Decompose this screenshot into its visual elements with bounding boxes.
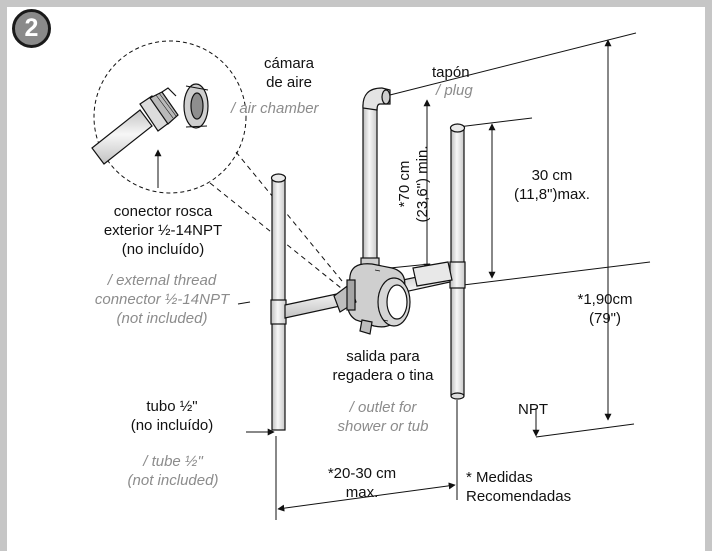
label-air-chamber: cámara de aire xyxy=(244,54,334,92)
label-total-height: *1,90cm (79") xyxy=(560,290,650,328)
label-max-offset-1: 30 cm xyxy=(531,167,573,184)
upper-riser xyxy=(360,87,391,269)
label-outlet-es-2: regadera o tina xyxy=(332,367,434,384)
left-tube xyxy=(270,173,287,431)
label-min-height-1: *70 cm xyxy=(396,160,413,208)
right-tube xyxy=(449,123,466,400)
label-connector-es-3: (no incluído) xyxy=(121,241,205,258)
label-npt: NPT xyxy=(518,400,548,419)
label-min-height-2: (23,6") min. xyxy=(414,145,431,223)
label-tube: tubo ½" (no incluído) xyxy=(112,397,232,435)
label-outlet-en: / outlet for shower or tub xyxy=(318,398,448,436)
label-connector-en: / external thread connector ½-14NPT (not… xyxy=(82,271,242,328)
label-connector-es-1: conector rosca xyxy=(113,203,213,220)
label-air-chamber-en-text: / air chamber xyxy=(231,100,319,117)
connector-detail-drawing xyxy=(91,83,209,165)
label-plug-en-text: / plug xyxy=(436,82,473,99)
label-tube-en-1: / tube ½" xyxy=(143,453,203,470)
label-recommended-2: Recomendadas xyxy=(466,488,572,505)
label-max-offset: 30 cm (11,8")max. xyxy=(502,166,602,204)
label-total-height-1: *1,90cm xyxy=(577,291,633,308)
label-air-chamber-en: / air chamber xyxy=(231,99,319,118)
label-connector-en-1: / external thread xyxy=(107,272,217,289)
label-outlet: salida para regadera o tina xyxy=(318,347,448,385)
label-plug-en: / plug xyxy=(436,81,473,100)
label-min-height: *70 cm (23,6") min. xyxy=(396,124,432,244)
label-max-offset-2: (11,8")max. xyxy=(514,186,590,203)
label-outlet-en-1: / outlet for xyxy=(349,399,417,416)
label-npt-text: NPT xyxy=(518,401,548,418)
label-outlet-en-2: shower or tub xyxy=(337,418,429,435)
label-recommended-1: * Medidas xyxy=(466,469,533,486)
label-connector-en-2: connector ½-14NPT xyxy=(94,291,230,308)
label-total-height-2: (79") xyxy=(589,310,621,327)
label-spacing-2: max. xyxy=(345,484,379,501)
step-number-badge: 2 xyxy=(12,9,51,48)
valve-body xyxy=(333,263,411,335)
label-air-chamber-es-2: de aire xyxy=(266,74,312,91)
label-tube-es-1: tubo ½" xyxy=(146,398,198,415)
dimension-lines xyxy=(154,32,651,520)
label-plug: tapón xyxy=(432,63,470,82)
label-tube-en: / tube ½" (not included) xyxy=(108,452,238,490)
label-spacing-1: *20-30 cm xyxy=(327,465,397,482)
label-spacing: *20-30 cm max. xyxy=(312,464,412,502)
label-recommended: * Medidas Recomendadas xyxy=(466,468,571,506)
label-connector-en-3: (not included) xyxy=(116,310,208,327)
label-plug-es: tapón xyxy=(432,64,470,81)
label-outlet-es-1: salida para xyxy=(346,348,420,365)
label-connector-es-2: exterior ½-14NPT xyxy=(103,222,223,239)
label-tube-es-2: (no incluído) xyxy=(130,417,214,434)
label-connector: conector rosca exterior ½-14NPT (no incl… xyxy=(98,202,228,259)
label-tube-en-2: (not included) xyxy=(127,472,219,489)
label-air-chamber-es-1: cámara xyxy=(263,55,315,72)
